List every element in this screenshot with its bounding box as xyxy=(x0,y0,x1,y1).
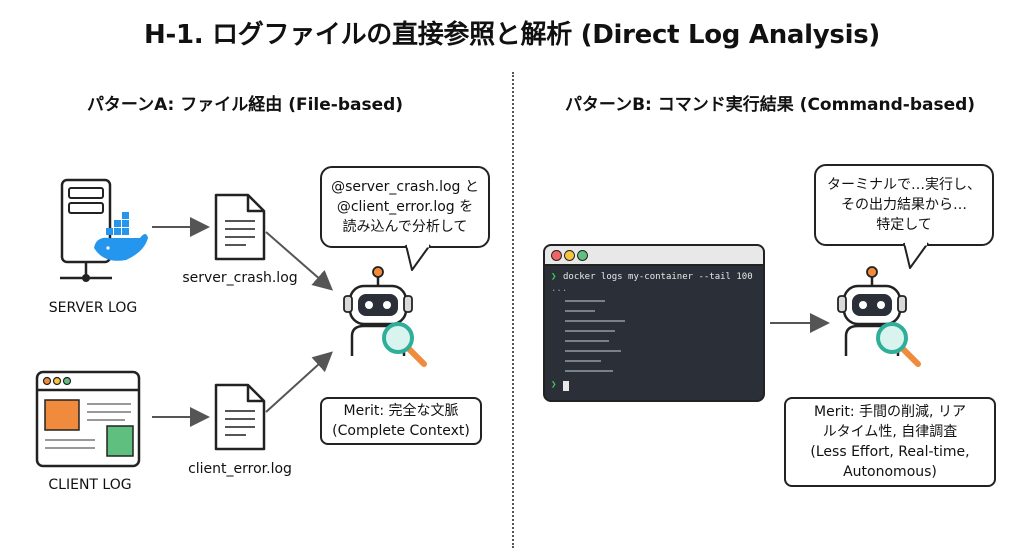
bubble-line: 読み込んで分析して xyxy=(342,219,468,235)
terminal-titlebar xyxy=(545,246,763,266)
terminal-ellipsis: ... xyxy=(551,284,568,294)
pattern-a-merit-box: Merit: 完全な文脈 (Complete Context) xyxy=(320,397,482,445)
magnifier-icon xyxy=(876,322,921,367)
page-title: H-1. ログファイルの直接参照と解析 (Direct Log Analysis… xyxy=(144,20,880,50)
pattern-b-speech-bubble: ターミナルで…実行し、 その出力結果から… 特定して xyxy=(814,164,994,246)
merit-line: Merit: 完全な文脈 xyxy=(343,403,459,419)
terminal-command: docker logs my-container --tail 100 xyxy=(563,272,753,282)
bubble-tail xyxy=(903,242,929,269)
bubble-line: ターミナルで…実行し、 xyxy=(827,177,981,193)
terminal-prompt-icon: ❯ xyxy=(551,272,557,282)
bubble-line: @client_error.log を xyxy=(336,199,474,215)
merit-line: (Less Effort, Real-time, xyxy=(810,444,970,460)
server-icon xyxy=(60,178,148,282)
server-log-label: SERVER LOG xyxy=(48,300,138,316)
terminal-output-lines xyxy=(565,300,625,380)
server-file-label: server_crash.log xyxy=(182,270,298,286)
close-dot-icon xyxy=(551,250,562,261)
robot-icon xyxy=(343,266,427,367)
pattern-a-heading: パターンA: ファイル経由 (File-based) xyxy=(86,95,404,115)
bubble-tail xyxy=(405,244,431,271)
bubble-line: その出力結果から… xyxy=(841,197,967,213)
client-log-label: CLIENT LOG xyxy=(48,477,132,493)
client-file-label: client_error.log xyxy=(188,461,292,477)
bubble-line: 特定して xyxy=(876,217,932,233)
magnifier-icon xyxy=(382,322,427,367)
file-icon xyxy=(214,193,266,261)
file-icon xyxy=(214,383,266,451)
merit-line: (Complete Context) xyxy=(332,423,470,439)
robot-icon xyxy=(837,266,921,367)
merit-line: ルタイム性, 自律調査 xyxy=(822,424,958,440)
bubble-line: @server_crash.log と xyxy=(331,179,479,195)
pattern-a-speech-bubble: @server_crash.log と @client_error.log を … xyxy=(320,166,490,248)
merit-line: Merit: 手間の削減, リア xyxy=(814,404,966,420)
maximize-dot-icon xyxy=(577,250,588,261)
docker-whale-icon xyxy=(94,212,148,261)
section-divider xyxy=(512,72,514,548)
terminal-prompt-icon: ❯ xyxy=(551,380,557,390)
terminal-cursor xyxy=(563,381,569,391)
terminal-window: ❯ docker logs my-container --tail 100 ..… xyxy=(543,244,765,402)
pattern-b-heading: パターンB: コマンド実行結果 (Command-based) xyxy=(564,95,976,115)
merit-line: Autonomous) xyxy=(843,464,937,480)
minimize-dot-icon xyxy=(564,250,575,261)
pattern-b-merit-box: Merit: 手間の削減, リア ルタイム性, 自律調査 (Less Effor… xyxy=(784,397,996,487)
client-window-icon xyxy=(35,370,141,468)
